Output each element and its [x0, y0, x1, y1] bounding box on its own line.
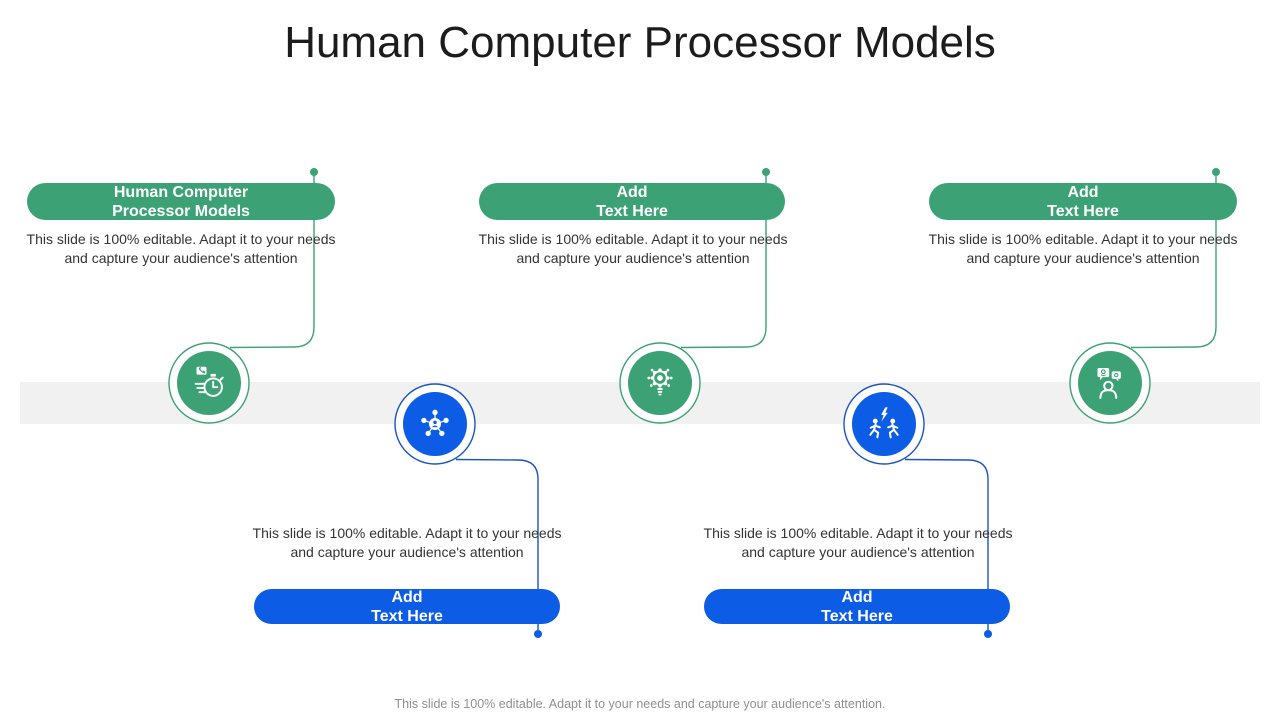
runners-energy-icon: [869, 407, 899, 439]
milestone-2-pill[interactable]: Add Text Here: [479, 183, 785, 220]
milestone-2-label: Add Text Here: [596, 183, 668, 220]
milestone-2-icon-circle: [628, 351, 692, 415]
milestone-4-icon-circle: [403, 392, 467, 456]
milestone-1-label: Human Computer Processor Models: [112, 183, 250, 220]
milestone-2-description: This slide is 100% editable. Adapt it to…: [478, 231, 788, 266]
slide-title: Human Computer Processor Models: [284, 18, 996, 67]
milestone-3-icon-circle: [1078, 351, 1142, 415]
milestone-3-pill[interactable]: Add Text Here: [929, 183, 1237, 220]
milestone-4-description: This slide is 100% editable. Adapt it to…: [252, 525, 562, 560]
milestone-3-description: This slide is 100% editable. Adapt it to…: [928, 231, 1238, 266]
milestone-1-icon-circle: [177, 351, 241, 415]
team-network-icon: [421, 409, 449, 437]
milestone-4-label: Add Text Here: [371, 588, 443, 625]
milestone-1-pill[interactable]: Human Computer Processor Models: [27, 183, 335, 220]
stopwatch-speed-icon: [194, 366, 224, 397]
milestone-5-label: Add Text Here: [821, 588, 893, 625]
milestone-5-description: This slide is 100% editable. Adapt it to…: [703, 525, 1013, 560]
person-chat-icon: [1097, 368, 1121, 399]
milestone-5-pill[interactable]: Add Text Here: [704, 588, 1010, 625]
milestone-3-label: Add Text Here: [1047, 183, 1119, 220]
milestone-4-pill[interactable]: Add Text Here: [254, 588, 560, 625]
bulb-gear-icon: [647, 368, 673, 396]
milestone-1-description: This slide is 100% editable. Adapt it to…: [26, 231, 336, 266]
slide-footer-note: This slide is 100% editable. Adapt it to…: [394, 697, 886, 711]
milestone-5-icon-circle: [852, 392, 916, 456]
